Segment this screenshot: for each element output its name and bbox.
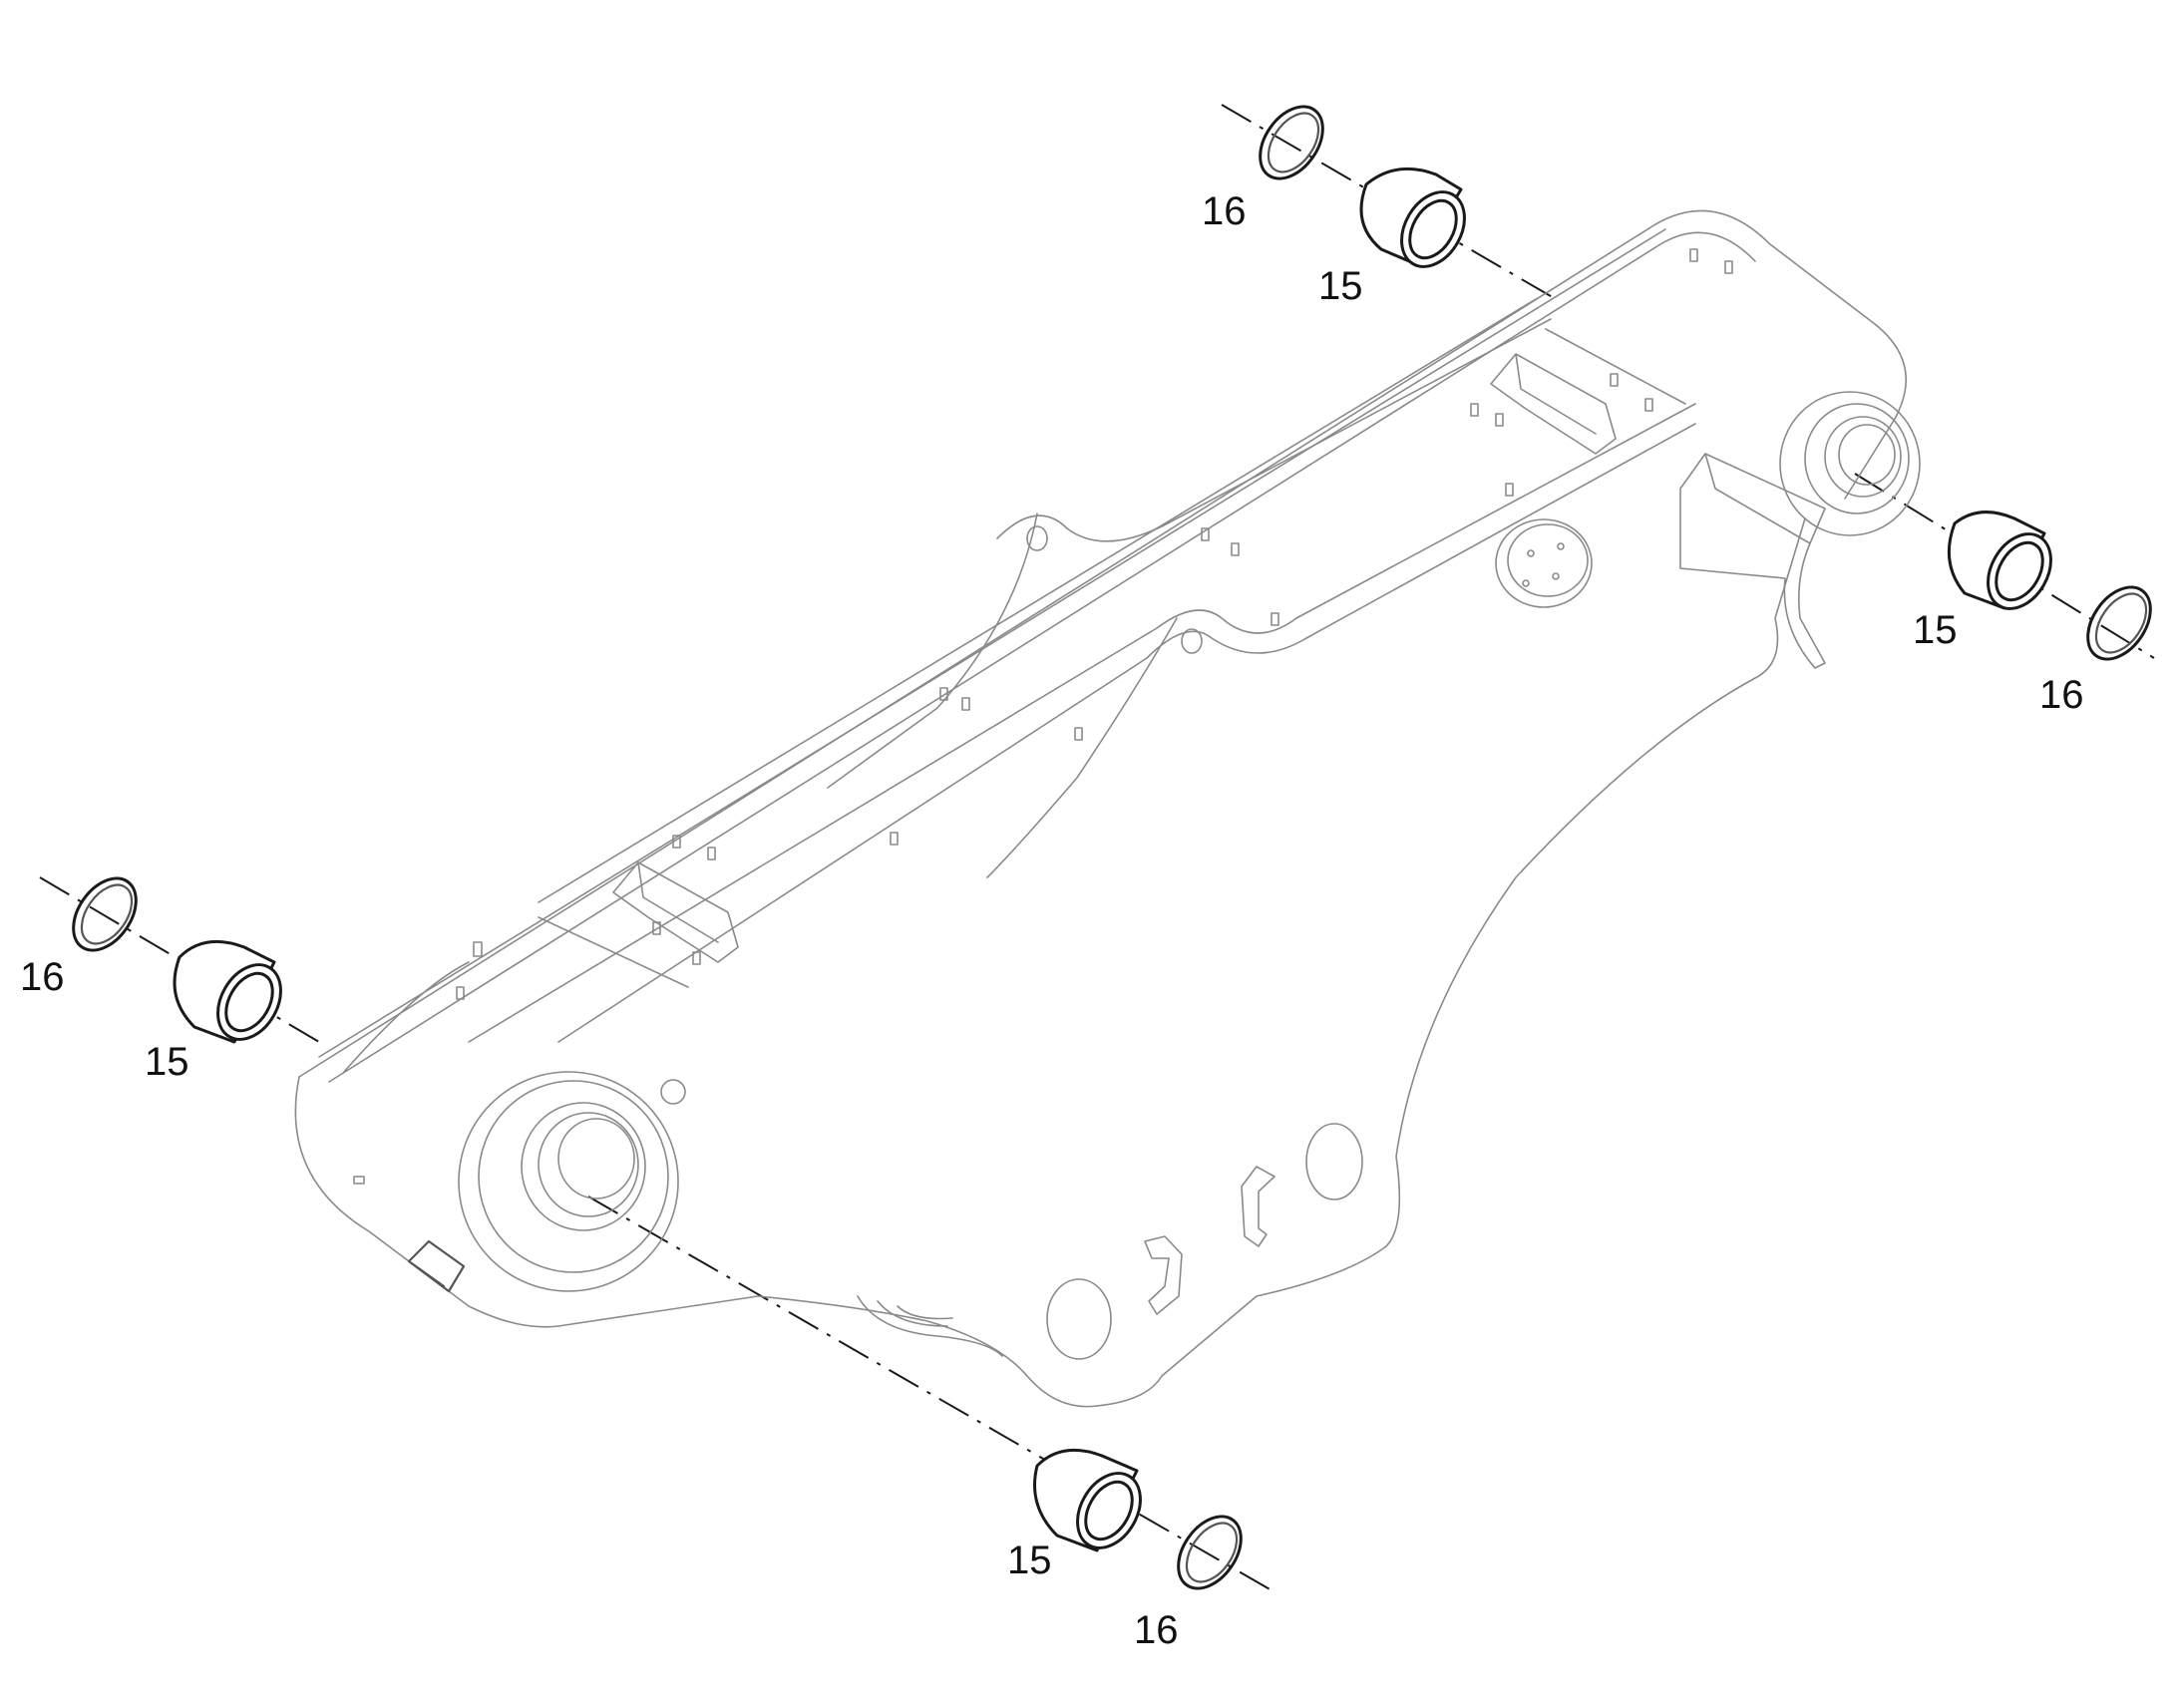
callout-top-ring: 16 [1202, 189, 1247, 233]
plate-holes [660, 525, 1363, 1360]
snap-ring-right [2086, 585, 2152, 661]
callout-left-bushing: 15 [145, 1040, 189, 1084]
bushing-top [1359, 167, 1466, 268]
rear-pivot-boss [1779, 391, 1921, 536]
bushing-left [173, 939, 282, 1044]
front-plate-outline [294, 517, 1806, 1408]
center-lines [39, 104, 2155, 1591]
callout-bottom-ring: 16 [1134, 1608, 1179, 1652]
bolts [353, 248, 1733, 1185]
callout-left-ring: 16 [20, 955, 65, 999]
hook-left [1144, 1235, 1183, 1315]
callout-bottom-bushing: 15 [1007, 1538, 1052, 1582]
front-plate-top-edge [468, 403, 1696, 1043]
round-cover [1495, 518, 1593, 608]
hook-right [1241, 1166, 1275, 1247]
snap-ring-top [1259, 105, 1324, 180]
arm-frame [294, 209, 1921, 1408]
front-pivot-boss [458, 1071, 679, 1292]
inner-rail-3 [1545, 328, 1686, 405]
snap-ring-bottom [1177, 1515, 1243, 1590]
inner-rail-1 [538, 916, 689, 988]
bushing-bottom [1033, 1448, 1142, 1552]
upper-plate-outline [298, 209, 1908, 1083]
axis-bottom [587, 1196, 1272, 1591]
guard-plate [1679, 453, 1826, 669]
callout-right-bushing: 15 [1913, 608, 1958, 652]
snap-ring-left [72, 876, 138, 952]
front-hump-curve [986, 617, 1178, 878]
callout-top-bushing: 15 [1318, 264, 1363, 308]
lower-cylinder [857, 1295, 1003, 1357]
callout-labels: 16 15 15 16 16 15 15 16 [20, 189, 2084, 1652]
bushing-right [1947, 511, 2052, 610]
inner-rail-2 [538, 298, 1537, 903]
stub-pin [407, 1239, 466, 1293]
bracket-right [1490, 353, 1617, 455]
bracket-left [612, 861, 739, 963]
callout-right-ring: 16 [2039, 673, 2084, 717]
rear-plate-hump [827, 318, 1552, 789]
top-edge-inner [318, 228, 1666, 1073]
